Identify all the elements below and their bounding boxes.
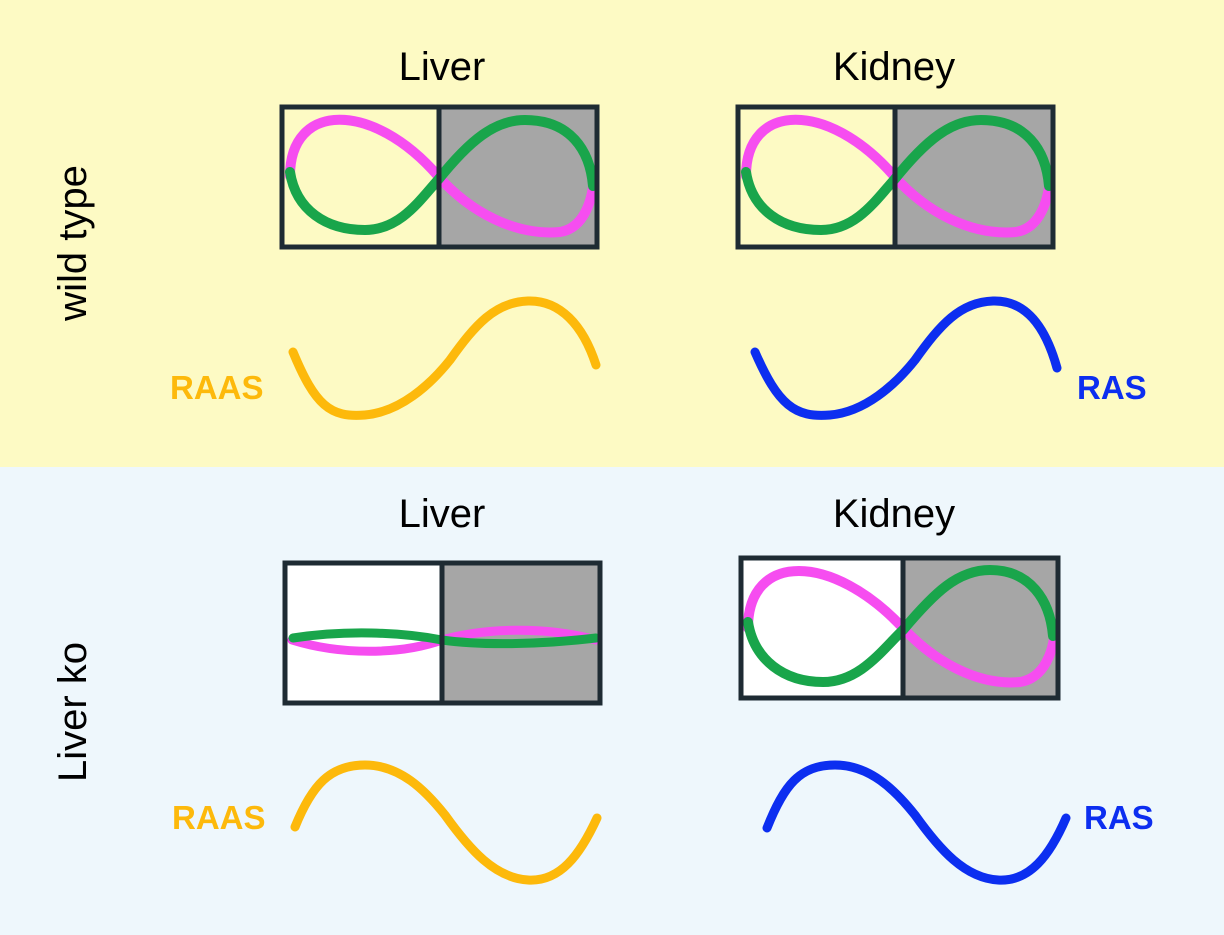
wt-raas-curve — [288, 296, 601, 420]
ko-liver-clock-box — [282, 560, 603, 706]
wt-raas-label: RAAS — [170, 369, 264, 406]
wt-liver-pink-curve — [285, 114, 599, 238]
ko-raas-curve — [290, 760, 602, 885]
ko-raas-label: RAAS — [172, 799, 266, 836]
wt-kidney-title: Kidney — [833, 45, 955, 89]
wt-liver-clock-box — [279, 104, 600, 250]
ko-kidney-clock-box — [738, 555, 1061, 701]
liver-ko-panel — [0, 467, 1224, 935]
liver-ko-row-label: Liver ko — [51, 642, 95, 782]
wt-ras-curve — [750, 296, 1062, 420]
wt-ras-label: RAS — [1077, 369, 1147, 406]
ko-ras-label: RAS — [1084, 799, 1154, 836]
ko-ras-curve — [762, 760, 1071, 885]
wt-kidney-clock-box — [735, 104, 1056, 250]
wt-liver-title: Liver — [399, 45, 486, 89]
ko-liver-title: Liver — [399, 492, 486, 536]
wild-type-row-label: wild type — [51, 165, 95, 322]
ko-kidney-title: Kidney — [833, 492, 955, 536]
wt-kidney-pink-curve — [741, 114, 1055, 238]
ko-kidney-pink-curve — [743, 566, 1060, 688]
